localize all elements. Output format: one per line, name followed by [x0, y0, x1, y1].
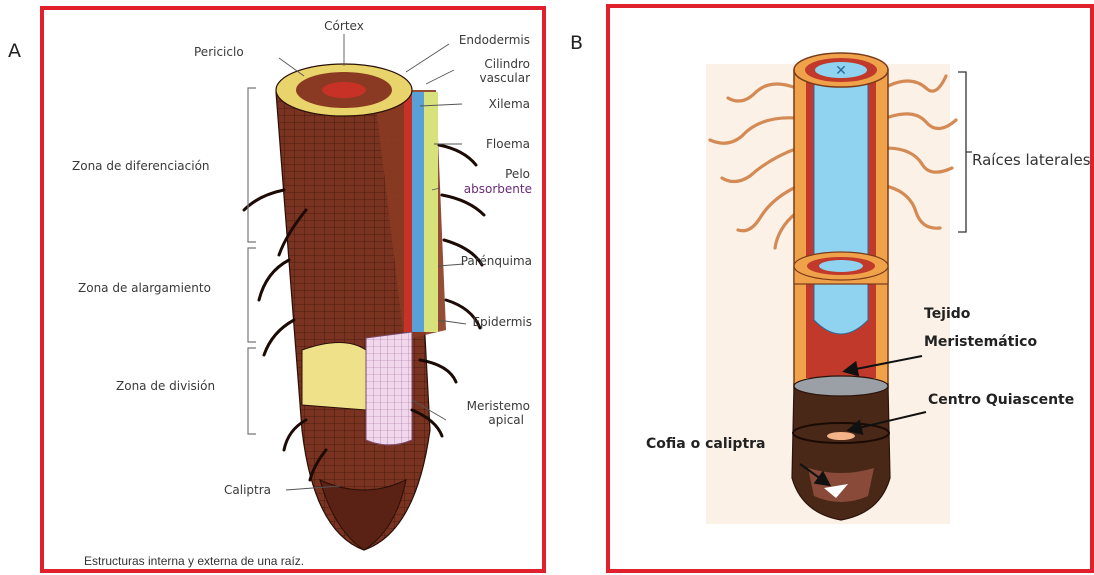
label-centro-quiascente: Centro Quiascente — [928, 392, 1074, 408]
vascular-strip — [412, 92, 424, 332]
label-meristemo-1: Meristemo — [467, 399, 530, 413]
vascular-cylinder — [814, 80, 868, 260]
label-cofia: Cofia o caliptra — [646, 436, 766, 452]
label-zona-alargamiento: Zona de alargamiento — [78, 281, 211, 295]
lateral-roots-bracket — [958, 72, 972, 232]
panel-a-frame: Córtex Endodermis Periciclo Cilindro vas… — [40, 6, 546, 573]
panel-a-letter: A — [8, 40, 21, 62]
endodermis-strip — [404, 92, 412, 332]
zone-brackets — [248, 88, 256, 434]
figure-caption: Estructuras interna y externa de una raí… — [84, 554, 304, 568]
root-internal-external-diagram: Córtex Endodermis Periciclo Cilindro vas… — [44, 10, 546, 573]
epidermis-strip — [424, 92, 438, 332]
label-endodermis: Endodermis — [459, 33, 530, 47]
label-meristemo-2: apical — [488, 413, 524, 427]
label-cilindro-1: Cilindro — [484, 57, 530, 71]
quiescent-center — [827, 432, 855, 440]
label-cilindro-2: vascular — [479, 71, 530, 85]
label-caliptra: Caliptra — [224, 483, 271, 497]
primary-root: ✕ — [792, 53, 890, 520]
label-tejido-1: Tejido — [924, 306, 971, 322]
root-body — [276, 64, 446, 550]
label-epidermis: Epidermis — [472, 315, 532, 329]
label-xilema: Xilema — [489, 97, 530, 111]
label-zona-diferenciacion: Zona de diferenciación — [72, 159, 210, 173]
label-pelo-2: absorbente — [464, 182, 532, 196]
apical-meristem — [366, 332, 412, 445]
label-zona-division: Zona de división — [116, 379, 215, 393]
label-floema: Floema — [486, 137, 530, 151]
label-tejido-2: Meristemático — [924, 334, 1037, 350]
label-pelo-1: Pelo — [505, 167, 530, 181]
label-raices-laterales: Raíces laterales — [972, 151, 1091, 169]
label-cortex: Córtex — [324, 19, 364, 33]
svg-text:✕: ✕ — [835, 63, 847, 79]
panel-b-letter: B — [570, 32, 583, 54]
label-parenquima: Parénquima — [461, 254, 532, 268]
label-periciclo: Periciclo — [194, 45, 244, 59]
panel-b-frame: ✕ Raíces laterales — [606, 4, 1094, 573]
root-meristem-diagram: ✕ Raíces laterales — [610, 8, 1094, 573]
